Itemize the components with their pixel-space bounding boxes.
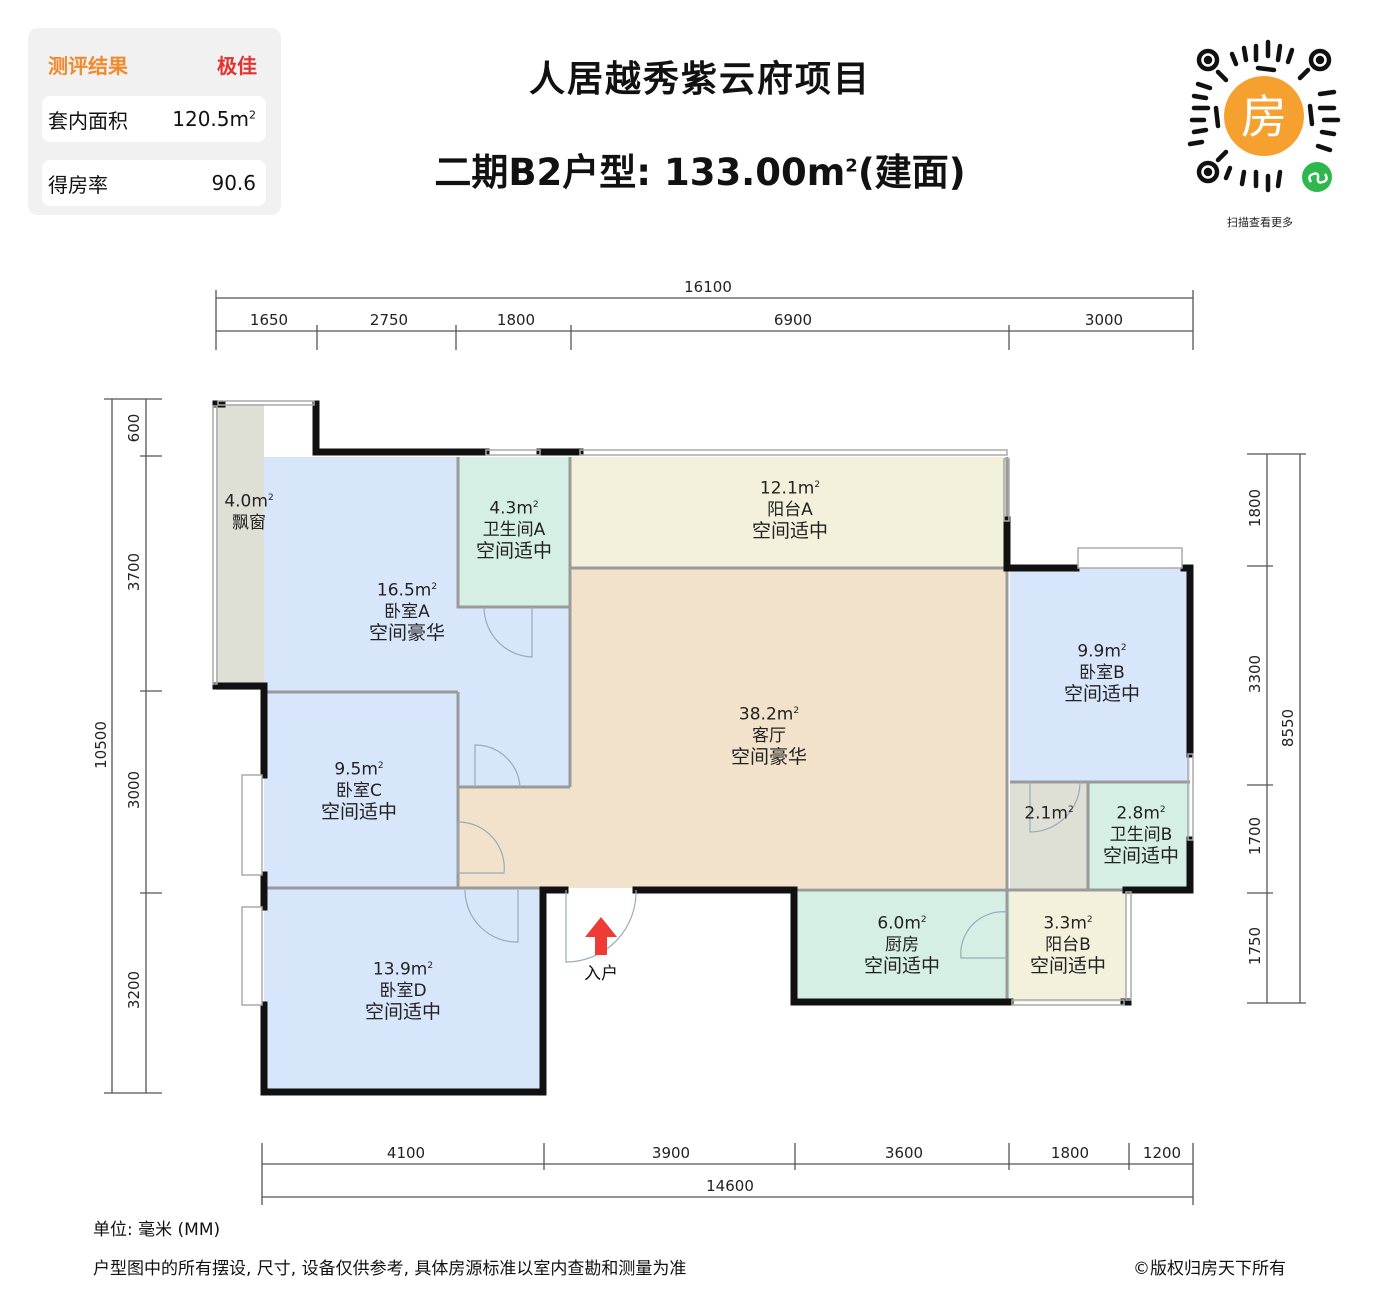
room-label-balcony-a[interactable]: 12.1m2 阳台A 空间适中: [751, 478, 829, 542]
dim-bottom-4: 1800: [1050, 1144, 1090, 1162]
dim-bottom-3: 3600: [884, 1144, 924, 1162]
dim-bottom-total: 14600: [706, 1177, 754, 1195]
room-fill-bathroom-a: [458, 457, 570, 607]
dim-left-2: 3700: [125, 552, 143, 592]
room-label-bathroom-a[interactable]: 4.3m2 卫生间A 空间适中: [475, 498, 553, 562]
room-fill-bathroom-b: [1088, 782, 1190, 890]
dim-top-total: 16100: [684, 278, 732, 296]
unit-title: 二期B2户型: 133.00m2(建面): [434, 151, 966, 194]
room-label-kitchen[interactable]: 6.0m2 厨房 空间适中: [863, 913, 941, 977]
inner-area-value: 120.5m2: [172, 107, 256, 131]
dim-top-5: 3000: [1084, 311, 1124, 329]
inner-area-row: 套内面积 120.5m2: [42, 96, 266, 142]
room-fill-bay-window: [216, 404, 264, 690]
room-fill-kitchen: [794, 890, 1010, 1002]
room-label-bay-window[interactable]: 4.0m2 飘窗: [224, 491, 274, 533]
room-fill-bedroom-a: [264, 457, 570, 787]
dim-right-2: 3300: [1246, 654, 1264, 694]
dim-top-1: 1650: [249, 311, 289, 329]
efficiency-rate-label: 得房率: [48, 172, 108, 197]
evaluation-header: 测评结果 极佳: [48, 50, 257, 78]
evaluation-label: 测评结果: [48, 54, 128, 78]
dim-bottom-1: 4100: [386, 1144, 426, 1162]
door-swings: [457, 606, 1081, 963]
house-logo-icon: 房: [1241, 90, 1287, 144]
room-label-closet[interactable]: 2.1m2: [1024, 803, 1074, 824]
room-label-living-room[interactable]: 38.2m2 客厅 空间豪华: [730, 704, 808, 768]
unit-note: 单位: 毫米 (MM): [93, 1220, 221, 1240]
evaluation-result: 极佳: [217, 54, 257, 78]
dim-left-4: 3200: [125, 970, 143, 1010]
room-fill-balcony-a: [570, 457, 1007, 568]
dim-top-3: 1800: [496, 311, 536, 329]
dim-left-total: 10500: [92, 721, 110, 769]
disclaimer: 户型图中的所有摆设, 尺寸, 设备仅供参考, 具体房源标准以室内查勘和测量为准: [93, 1259, 687, 1279]
entry-label: 入户: [584, 964, 618, 984]
dim-right-1: 1800: [1246, 488, 1264, 528]
dim-left-1: 600: [125, 413, 143, 443]
room-label-bedroom-a[interactable]: 16.5m2 卧室A 空间豪华: [368, 580, 446, 644]
room-fill-bedroom-c: [264, 692, 458, 888]
room-label-bedroom-b[interactable]: 9.9m2 卧室B 空间适中: [1063, 641, 1141, 705]
qr-logo-circle: [1224, 76, 1304, 156]
dimension-lines: [104, 290, 1306, 1205]
dim-top-2: 2750: [369, 311, 409, 329]
room-label-bedroom-c[interactable]: 9.5m2 卧室C 空间适中: [320, 759, 398, 823]
dim-right-4: 1750: [1246, 926, 1264, 966]
qr-code[interactable]: 房: [1178, 30, 1350, 202]
room-fill-closet: [1010, 782, 1088, 890]
dim-right-3: 1700: [1246, 816, 1264, 856]
efficiency-rate-row: 得房率 90.6: [42, 160, 266, 206]
entry-arrow-icon: [585, 917, 617, 955]
inner-area-label: 套内面积: [48, 108, 128, 133]
evaluation-card: 测评结果 极佳 套内面积 120.5m2 得房率 90.6: [28, 28, 281, 215]
dim-left-3: 3000: [125, 770, 143, 810]
qr-pattern-icon: [1187, 39, 1341, 193]
project-title: 人居越秀紫云府项目: [528, 59, 871, 100]
dim-bottom-5: 1200: [1142, 1144, 1182, 1162]
room-label-balcony-b[interactable]: 3.3m2 阳台B 空间适中: [1029, 913, 1107, 977]
room-fill-bedroom-d: [264, 888, 542, 1094]
dim-bottom-2: 3900: [651, 1144, 691, 1162]
efficiency-rate-value: 90.6: [211, 171, 256, 195]
dim-right-total: 8550: [1279, 708, 1297, 748]
dim-top-4: 6900: [773, 311, 813, 329]
copyright: ©版权归房天下所有: [1133, 1259, 1286, 1279]
windows: [212, 400, 1194, 1006]
room-label-bedroom-d[interactable]: 13.9m2 卧室D 空间适中: [364, 959, 442, 1023]
room-fill-balcony-b: [1010, 890, 1126, 1002]
qr-caption: 扫描查看更多: [1227, 216, 1293, 229]
room-label-bathroom-b[interactable]: 2.8m2 卫生间B 空间适中: [1102, 803, 1180, 867]
room-fill-living-room: [458, 568, 1007, 888]
room-fill-bedroom-b: [1010, 568, 1190, 782]
